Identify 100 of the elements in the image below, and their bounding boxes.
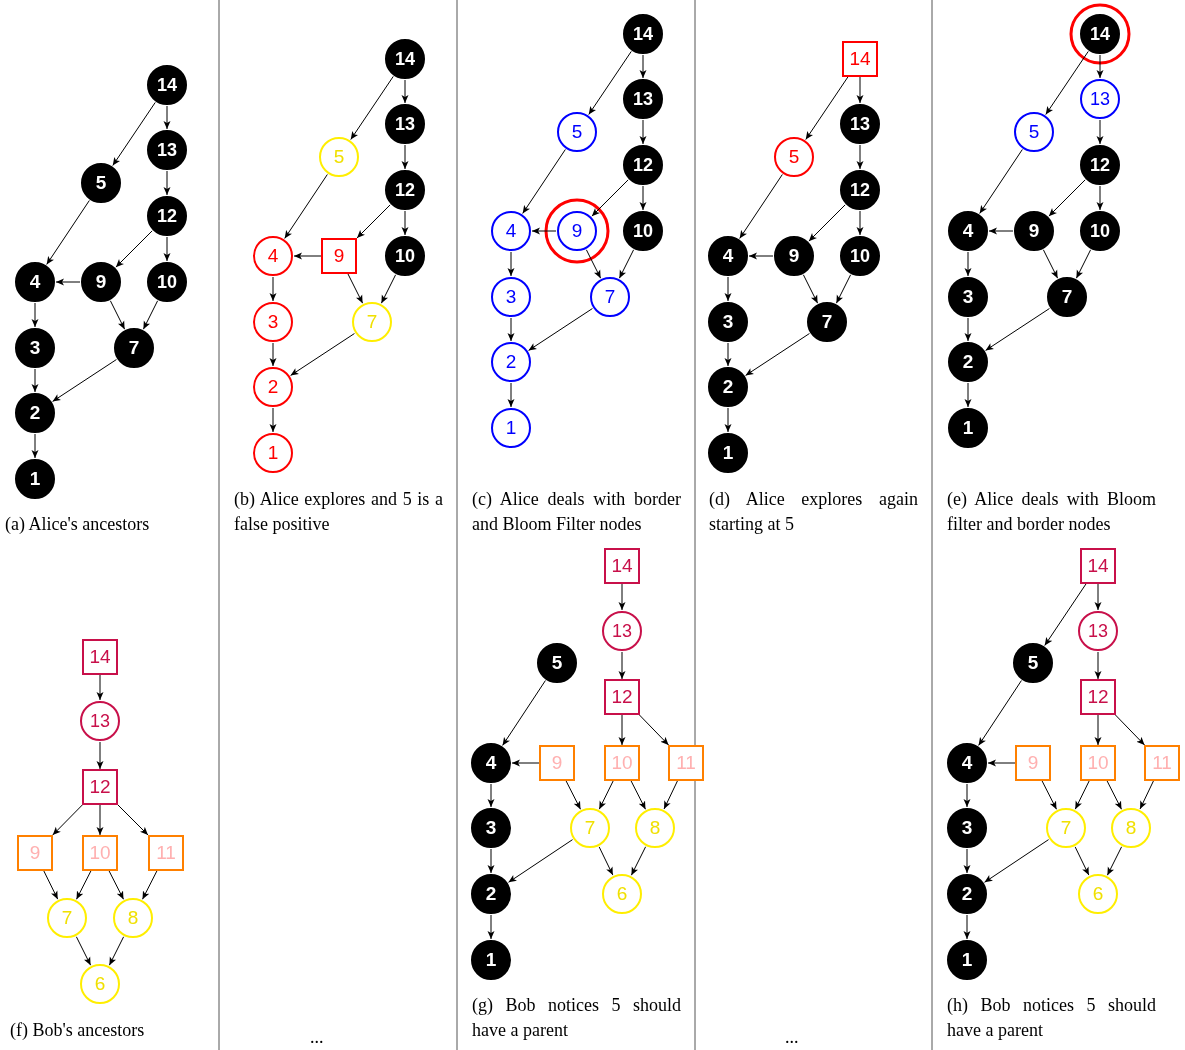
arrow xyxy=(1074,846,1090,876)
circle-node: 13 xyxy=(385,104,425,144)
ellipsis: ... xyxy=(785,1026,800,1049)
arrow xyxy=(565,780,581,810)
circle-node: 3 xyxy=(947,808,987,848)
arrow xyxy=(963,783,971,808)
circle-node: 4 xyxy=(471,743,511,783)
square-node: 11 xyxy=(1144,745,1180,781)
circle-node: 3 xyxy=(253,302,293,342)
arrow xyxy=(1106,780,1122,810)
arrow xyxy=(1042,249,1059,279)
circle-node: 13 xyxy=(1080,79,1120,119)
square-node: 14 xyxy=(82,639,118,675)
arrow xyxy=(1045,50,1089,116)
caption: (c) Alice deals with border and Bloom Filter nodes xyxy=(472,488,681,536)
square-node: 11 xyxy=(148,835,184,871)
caption: (d) Alice explores again starting at 5 xyxy=(709,488,918,536)
circle-node: 10 xyxy=(840,236,880,276)
arrow xyxy=(591,179,629,217)
circle-node: 12 xyxy=(1080,145,1120,185)
circle-node: 9 xyxy=(557,211,597,251)
arrow xyxy=(856,76,864,104)
arrow xyxy=(356,204,391,239)
circle-node: 1 xyxy=(471,940,511,980)
arrow xyxy=(401,144,409,170)
arrow xyxy=(96,741,104,770)
circle-node: 1 xyxy=(253,433,293,473)
arrow xyxy=(745,333,810,376)
circle-node: 4 xyxy=(947,743,987,783)
arrow xyxy=(269,342,277,367)
arrow xyxy=(639,119,647,145)
arrow xyxy=(1096,185,1104,211)
arrow xyxy=(638,714,670,746)
arrow xyxy=(987,759,1016,767)
arrow xyxy=(117,804,149,836)
circle-node: 10 xyxy=(147,262,187,302)
arrow xyxy=(347,273,364,304)
arrow xyxy=(522,148,566,215)
arrow xyxy=(808,204,846,242)
arrow xyxy=(979,148,1023,215)
arrow xyxy=(142,300,159,330)
circle-node: 4 xyxy=(253,236,293,276)
circle-node: 12 xyxy=(385,170,425,210)
arrow xyxy=(1041,780,1057,810)
arrow xyxy=(724,407,732,433)
arrow xyxy=(528,308,593,351)
circle-node: 14 xyxy=(385,39,425,79)
arrow xyxy=(805,76,849,141)
circle-node: 8 xyxy=(635,808,675,848)
circle-node: 13 xyxy=(80,701,120,741)
circle-node: 3 xyxy=(708,302,748,342)
circle-node: 1 xyxy=(947,940,987,980)
arrow xyxy=(724,276,732,302)
square-node: 9 xyxy=(321,238,357,274)
arrow xyxy=(618,249,635,279)
circle-node: 7 xyxy=(114,328,154,368)
circle-node: 10 xyxy=(1080,211,1120,251)
square-node: 14 xyxy=(842,41,878,77)
circle-node: 2 xyxy=(471,874,511,914)
arrow xyxy=(511,759,540,767)
circle-node: 13 xyxy=(840,104,880,144)
arrow xyxy=(618,714,626,746)
circle-node: 2 xyxy=(948,342,988,382)
caption: (g) Bob notices 5 should have a parent xyxy=(472,994,681,1042)
circle-node: 14 xyxy=(1080,14,1120,54)
square-node: 9 xyxy=(1015,745,1051,781)
arrow xyxy=(1096,119,1104,145)
arrow xyxy=(401,79,409,104)
arrow xyxy=(978,680,1022,746)
circle-node: 10 xyxy=(385,236,425,276)
arrow xyxy=(269,407,277,433)
arrow xyxy=(269,276,277,302)
circle-node: 5 xyxy=(557,112,597,152)
circle-node: 5 xyxy=(1014,112,1054,152)
arrow xyxy=(618,583,626,611)
circle-node: 3 xyxy=(471,808,511,848)
circle-node: 9 xyxy=(774,236,814,276)
arrow xyxy=(1106,846,1123,876)
arrow xyxy=(964,382,972,408)
circle-node: 5 xyxy=(537,643,577,683)
arrow xyxy=(1044,583,1087,647)
arrow xyxy=(96,674,104,701)
arrow xyxy=(142,870,158,900)
arrow xyxy=(630,846,647,876)
circle-node: 2 xyxy=(15,393,55,433)
arrow xyxy=(96,804,104,836)
arrow xyxy=(502,680,546,746)
arrow xyxy=(1094,583,1102,611)
circle-node: 5 xyxy=(1013,643,1053,683)
arrow xyxy=(31,433,39,459)
circle-node: 2 xyxy=(708,367,748,407)
arrow xyxy=(76,870,92,900)
circle-node: 5 xyxy=(81,163,121,203)
arrow xyxy=(46,199,90,266)
arrow xyxy=(507,251,515,277)
circle-node: 4 xyxy=(948,211,988,251)
arrow xyxy=(293,252,322,260)
arrow xyxy=(598,846,614,876)
caption: (e) Alice deals with Bloom filter and border nodes xyxy=(947,488,1156,536)
caption: (h) Bob notices 5 should have a parent xyxy=(947,994,1156,1042)
